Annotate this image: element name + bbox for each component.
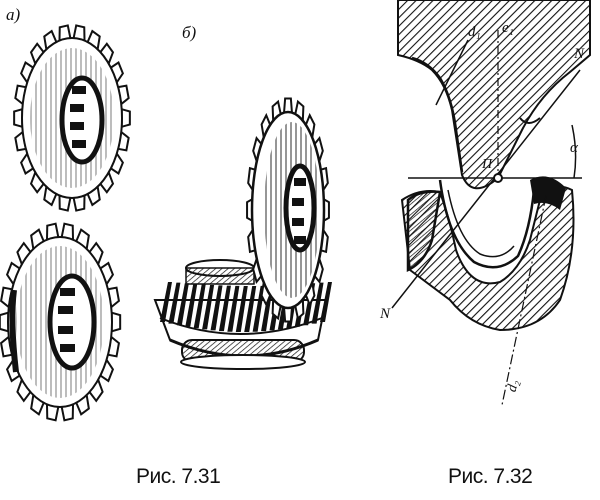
caption-7-32: Рис. 7.32 bbox=[448, 465, 532, 488]
bevel-tooth bbox=[311, 282, 324, 324]
label-angle: α bbox=[570, 140, 579, 156]
vertical-bevel-tooth bbox=[282, 97, 294, 114]
bevel-gear-vertical bbox=[246, 97, 330, 323]
line-d1 bbox=[435, 39, 469, 106]
lower-spur-gear bbox=[0, 222, 122, 422]
bevel-tooth bbox=[185, 283, 198, 327]
bevel-tooth bbox=[168, 282, 181, 324]
label-d2: d₂ bbox=[505, 378, 523, 393]
bevel-gear-teeth bbox=[160, 282, 332, 332]
label-n-bottom: N bbox=[379, 306, 391, 322]
bevel-tooth bbox=[160, 282, 172, 322]
bevel-tooth bbox=[210, 285, 223, 331]
panel-b: б) bbox=[153, 23, 332, 370]
vertical-bevel-tooth bbox=[282, 306, 294, 323]
label-d1: d₁ bbox=[468, 24, 481, 40]
panel-b-label: б) bbox=[182, 23, 197, 42]
caption-7-31: Рис. 7.31 bbox=[136, 465, 220, 488]
bevel-tooth bbox=[320, 282, 332, 322]
lower-gear-splines bbox=[58, 288, 75, 352]
figure-7-31: а) bbox=[0, 5, 332, 488]
bevel-tooth bbox=[244, 285, 257, 332]
panel-a-label: а) bbox=[6, 5, 21, 24]
label-pole: П bbox=[481, 157, 493, 172]
bevel-tooth bbox=[202, 284, 215, 330]
upper-spur-gear bbox=[13, 24, 131, 212]
panel-a: а) bbox=[0, 5, 131, 422]
bevel-tooth bbox=[176, 283, 189, 326]
bevel-tooth bbox=[218, 285, 231, 332]
vertical-gear-bore bbox=[283, 163, 317, 253]
figure-7-32: d₁ e₁ N α П N d₂ Рис. 7.32 bbox=[379, 0, 591, 488]
label-n-top: N bbox=[573, 46, 585, 62]
pole-point bbox=[493, 173, 503, 183]
label-e1: e₁ bbox=[502, 20, 514, 36]
line-of-action bbox=[391, 69, 581, 309]
bevel-tooth bbox=[193, 284, 206, 329]
bevel-tooth bbox=[235, 285, 248, 332]
upper-gear-splines bbox=[70, 86, 86, 148]
angle-arc bbox=[571, 124, 577, 179]
bevel-tooth bbox=[227, 285, 240, 332]
bevel-gear-horizontal bbox=[153, 259, 332, 370]
